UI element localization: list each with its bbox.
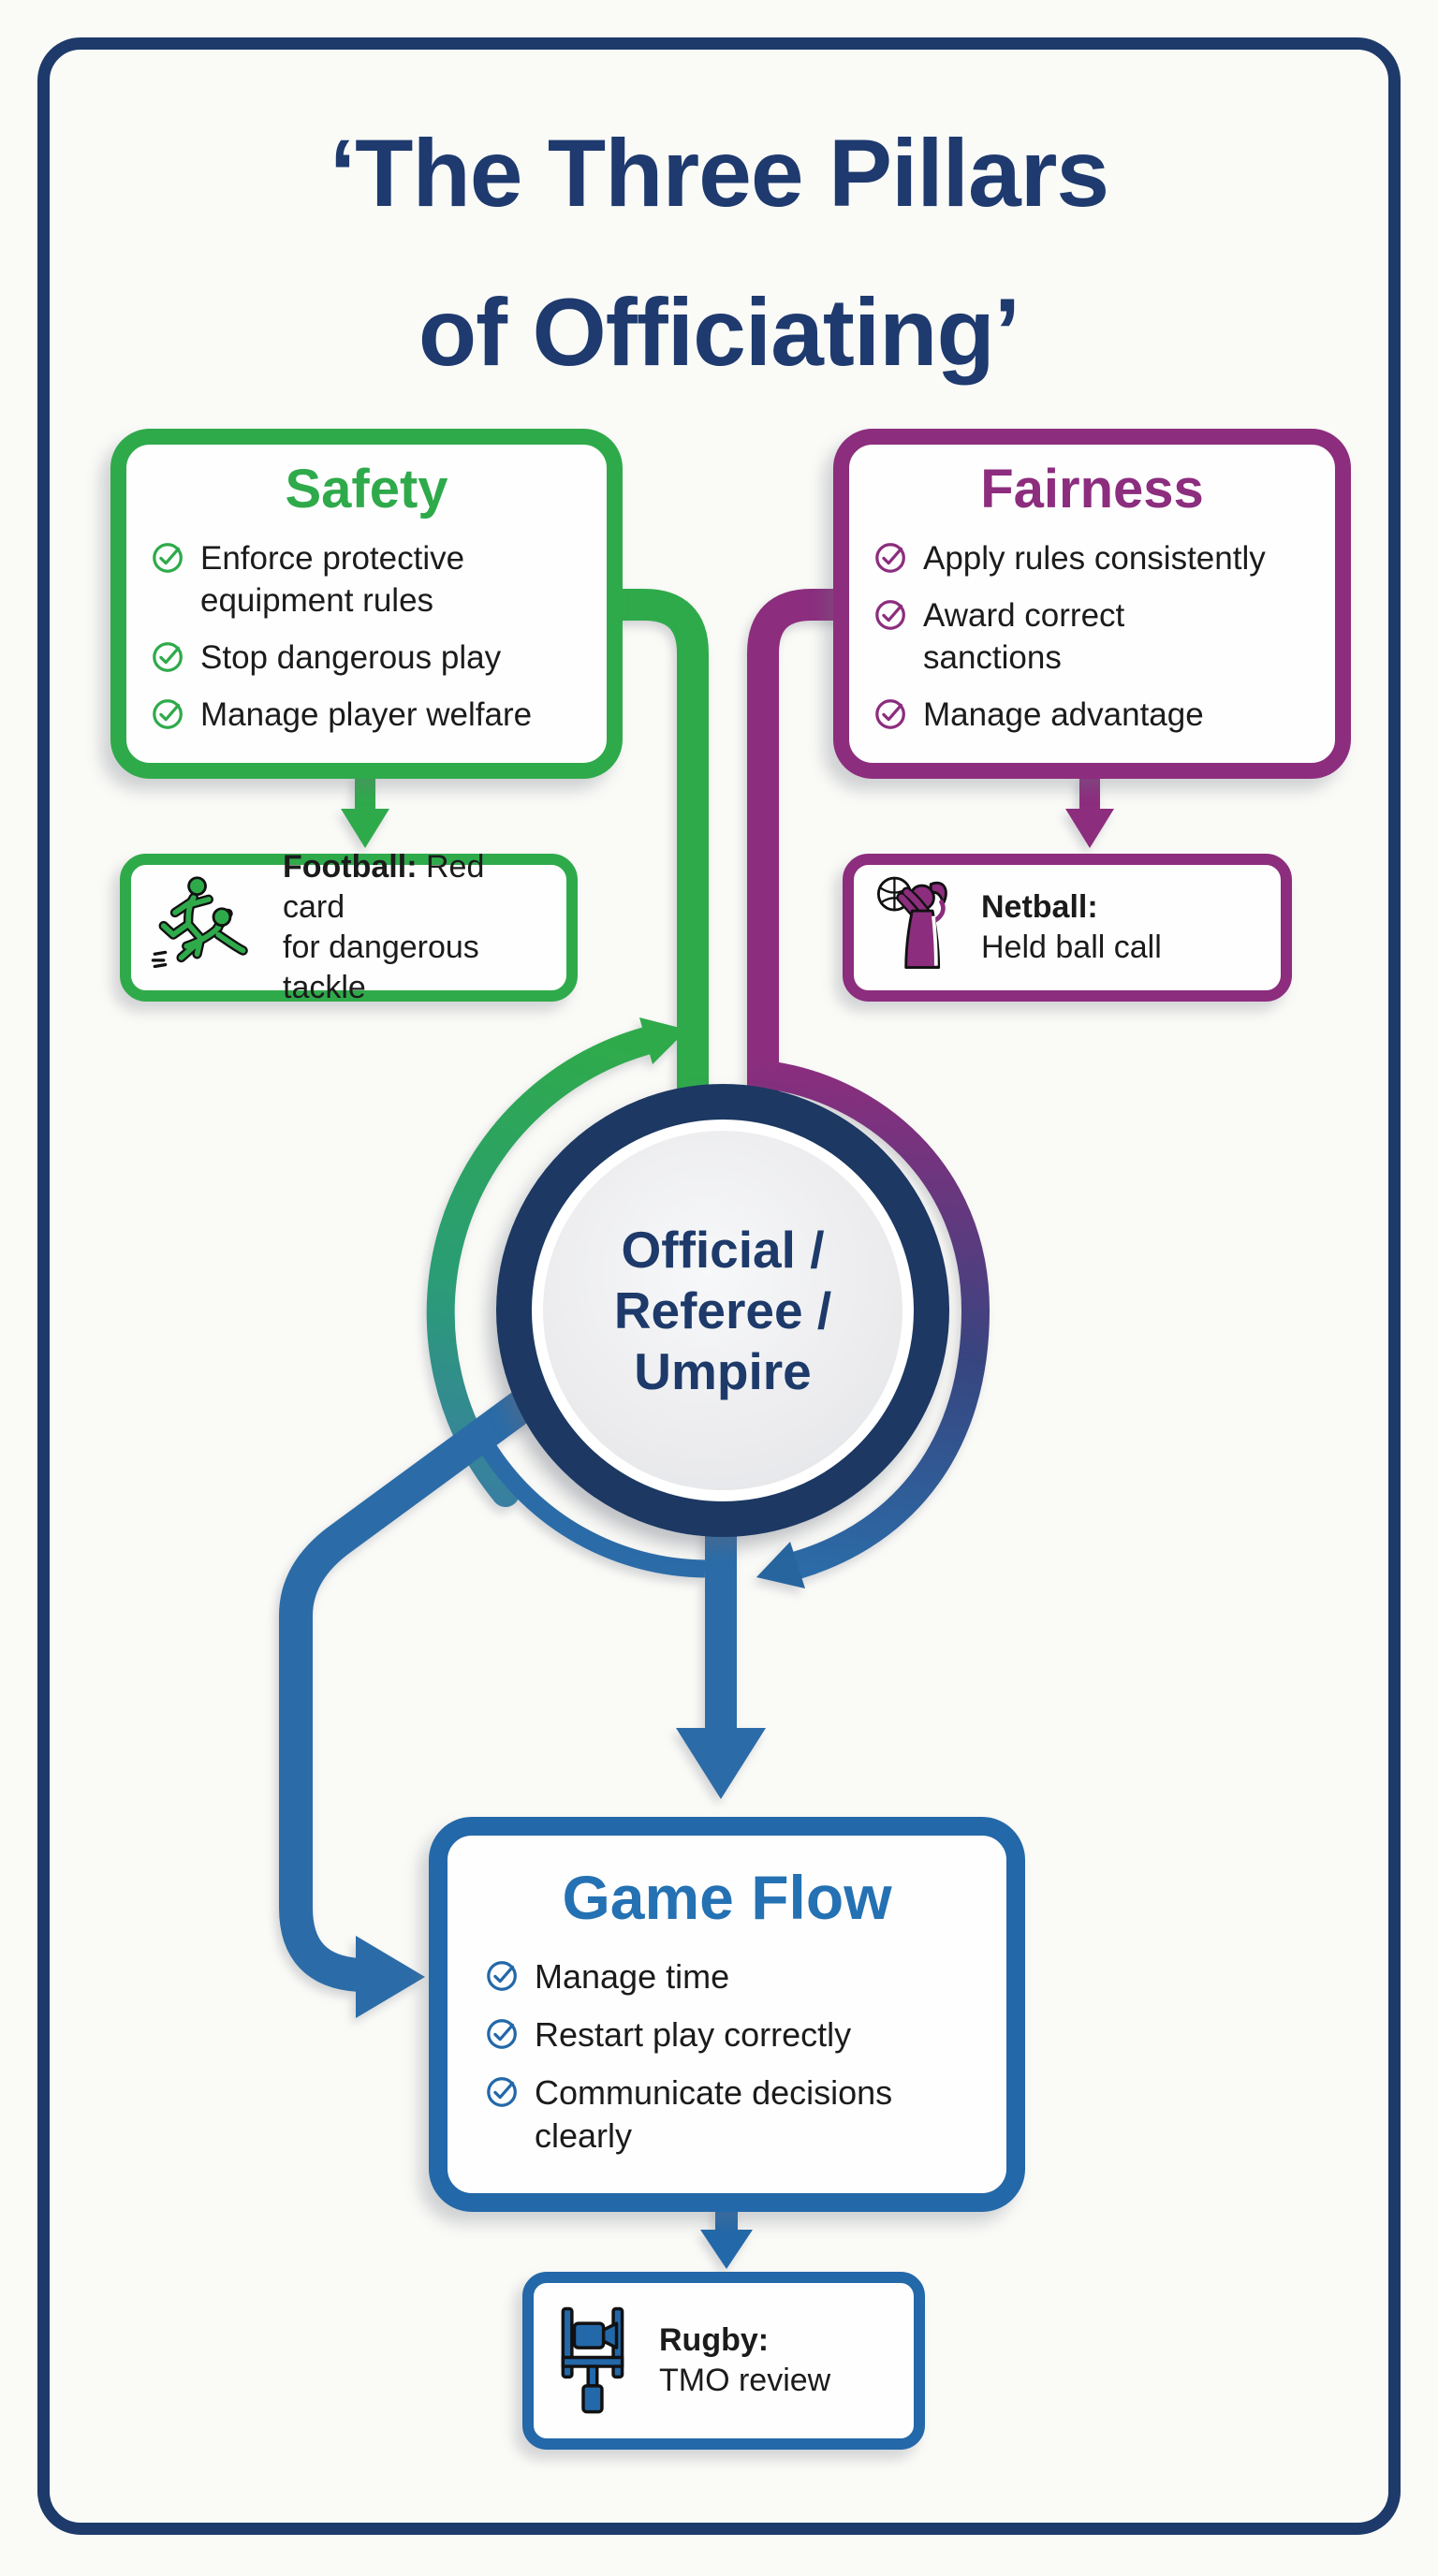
rugby-label: Rugby: — [659, 2322, 770, 2358]
football-example-text: Football: Red card for dangerous tackle — [283, 847, 553, 1008]
central-line3: Umpire — [634, 1341, 812, 1400]
list-item: Manage advantage — [873, 694, 1311, 736]
check-circle-icon — [487, 1961, 517, 1991]
gameflow-pillar-card: Game Flow Manage time Restart play corre… — [429, 1817, 1025, 2212]
check-circle-icon — [487, 2077, 517, 2107]
fairness-pillar-card: Fairness Apply rules consistently Award … — [833, 429, 1351, 779]
netball-example-text: Netball: Held ball call — [981, 887, 1162, 968]
football-example-card: Football: Red card for dangerous tackle — [120, 849, 578, 1005]
bullet-text: Manage player welfare — [200, 696, 533, 733]
list-item: Communicate decisions clearly — [485, 2071, 969, 2158]
bullet-text: Communicate decisions clearly — [535, 2073, 893, 2155]
check-circle-icon — [875, 600, 905, 630]
check-circle-icon — [153, 543, 183, 573]
bullet-text: Apply rules consistently — [923, 540, 1266, 577]
page-title: ‘The Three Pillars of Officiating’ — [0, 94, 1438, 412]
netball-text-line2: Held ball call — [981, 929, 1162, 965]
fairness-title: Fairness — [980, 459, 1204, 520]
central-node-label: Official / Referee / Umpire — [614, 1220, 831, 1402]
list-item: Apply rules consistently — [873, 537, 1311, 579]
rugby-example-card: Rugby: TMO review — [522, 2272, 925, 2450]
list-item: Restart play correctly — [485, 2013, 969, 2056]
list-item: Award correct sanctions — [873, 594, 1311, 679]
football-text-line2: for dangerous tackle — [283, 929, 479, 1005]
check-circle-icon — [875, 543, 905, 573]
list-item: Manage player welfare — [151, 694, 582, 736]
safety-pillar-card: Safety Enforce protective equipment rule… — [110, 429, 623, 779]
bullet-text: Manage advantage — [923, 696, 1204, 733]
safety-example-arrowhead-icon — [341, 809, 389, 848]
check-circle-icon — [153, 642, 183, 672]
safety-bullet-list: Enforce protective equipment rules Stop … — [151, 537, 582, 736]
bullet-text: Stop dangerous play — [200, 639, 502, 676]
bullet-text: Manage time — [535, 1957, 730, 1996]
bullet-text: Award correct sanctions — [923, 597, 1125, 676]
football-label: Football: — [283, 849, 418, 885]
blue-arc-arrowhead-icon — [756, 1542, 805, 1588]
green-arc-arrowhead-icon — [639, 1017, 687, 1064]
netball-player-icon — [876, 876, 947, 969]
rugby-text-line2: TMO review — [659, 2363, 831, 2398]
safety-to-center-pipe — [599, 589, 709, 1109]
list-item: Manage time — [485, 1955, 969, 1998]
center-to-gameflow-elbow — [279, 1390, 535, 1992]
check-circle-icon — [153, 699, 183, 729]
fairness-to-center-pipe — [747, 589, 843, 1109]
rugby-tmo-icon — [561, 2306, 624, 2414]
netball-label: Netball: — [981, 889, 1098, 925]
bullet-text: Enforce protective equipment rules — [200, 540, 465, 619]
gameflow-bullet-list: Manage time Restart play correctly Commu… — [485, 1955, 969, 2158]
check-circle-icon — [875, 699, 905, 729]
gameflow-example-arrowhead-icon — [700, 2230, 753, 2269]
page-title-line2: of Officiating’ — [418, 279, 1020, 386]
elbow-arrowhead-icon — [356, 1936, 425, 2018]
central-line1: Official / — [621, 1220, 825, 1279]
down-arrowhead-icon — [676, 1728, 766, 1799]
safety-title: Safety — [285, 459, 448, 520]
netball-example-card: Netball: Held ball call — [843, 854, 1292, 1002]
fairness-example-arrowhead-icon — [1065, 809, 1114, 848]
football-text-line1: Red card — [283, 849, 485, 925]
inner-bottom-arc — [478, 1441, 706, 1578]
central-line2: Referee / — [613, 1281, 832, 1339]
gameflow-title: Game Flow — [562, 1863, 892, 1932]
green-circular-arc — [426, 1027, 660, 1507]
list-item: Stop dangerous play — [151, 637, 582, 679]
list-item: Enforce protective equipment rules — [151, 537, 582, 622]
purple-blue-circular-arc — [752, 1061, 990, 1579]
fairness-bullet-list: Apply rules consistently Award correct s… — [873, 537, 1311, 736]
bullet-text: Restart play correctly — [535, 2015, 852, 2054]
check-circle-icon — [487, 2019, 517, 2049]
football-players-icon — [151, 876, 248, 969]
rugby-example-text: Rugby: TMO review — [659, 2320, 830, 2401]
page-title-line1: ‘The Three Pillars — [329, 120, 1109, 227]
central-node: Official / Referee / Umpire — [496, 1084, 949, 1537]
